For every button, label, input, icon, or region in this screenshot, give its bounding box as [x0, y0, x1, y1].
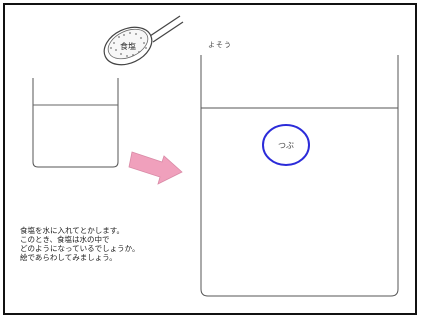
spoon-handle — [149, 15, 181, 37]
spoon-handle-lower — [152, 21, 184, 43]
direction-arrow — [128, 151, 183, 185]
prediction-title: よそう — [208, 41, 232, 49]
prediction-beaker — [200, 55, 399, 297]
spoon-label: 食塩 — [120, 41, 136, 51]
particle-label: つぶ — [278, 141, 294, 150]
small-beaker — [32, 78, 119, 168]
salt-spoon: 食塩 — [103, 26, 153, 66]
instruction-text: 食塩を水に入れてとかします。 このとき、食塩は水の中で どのようになっているでし… — [20, 226, 198, 262]
particle-circle: つぶ — [262, 124, 310, 166]
instruction-line: どのようになっているでしょうか。 — [20, 244, 140, 253]
instruction-line: 食塩を水に入れてとかします。 — [20, 226, 125, 235]
instruction-line: 絵であらわしてみましょう。 — [20, 253, 117, 262]
worksheet-frame — [3, 3, 417, 315]
instruction-line: このとき、食塩は水の中で — [20, 235, 110, 244]
salt-grains — [110, 32, 147, 57]
